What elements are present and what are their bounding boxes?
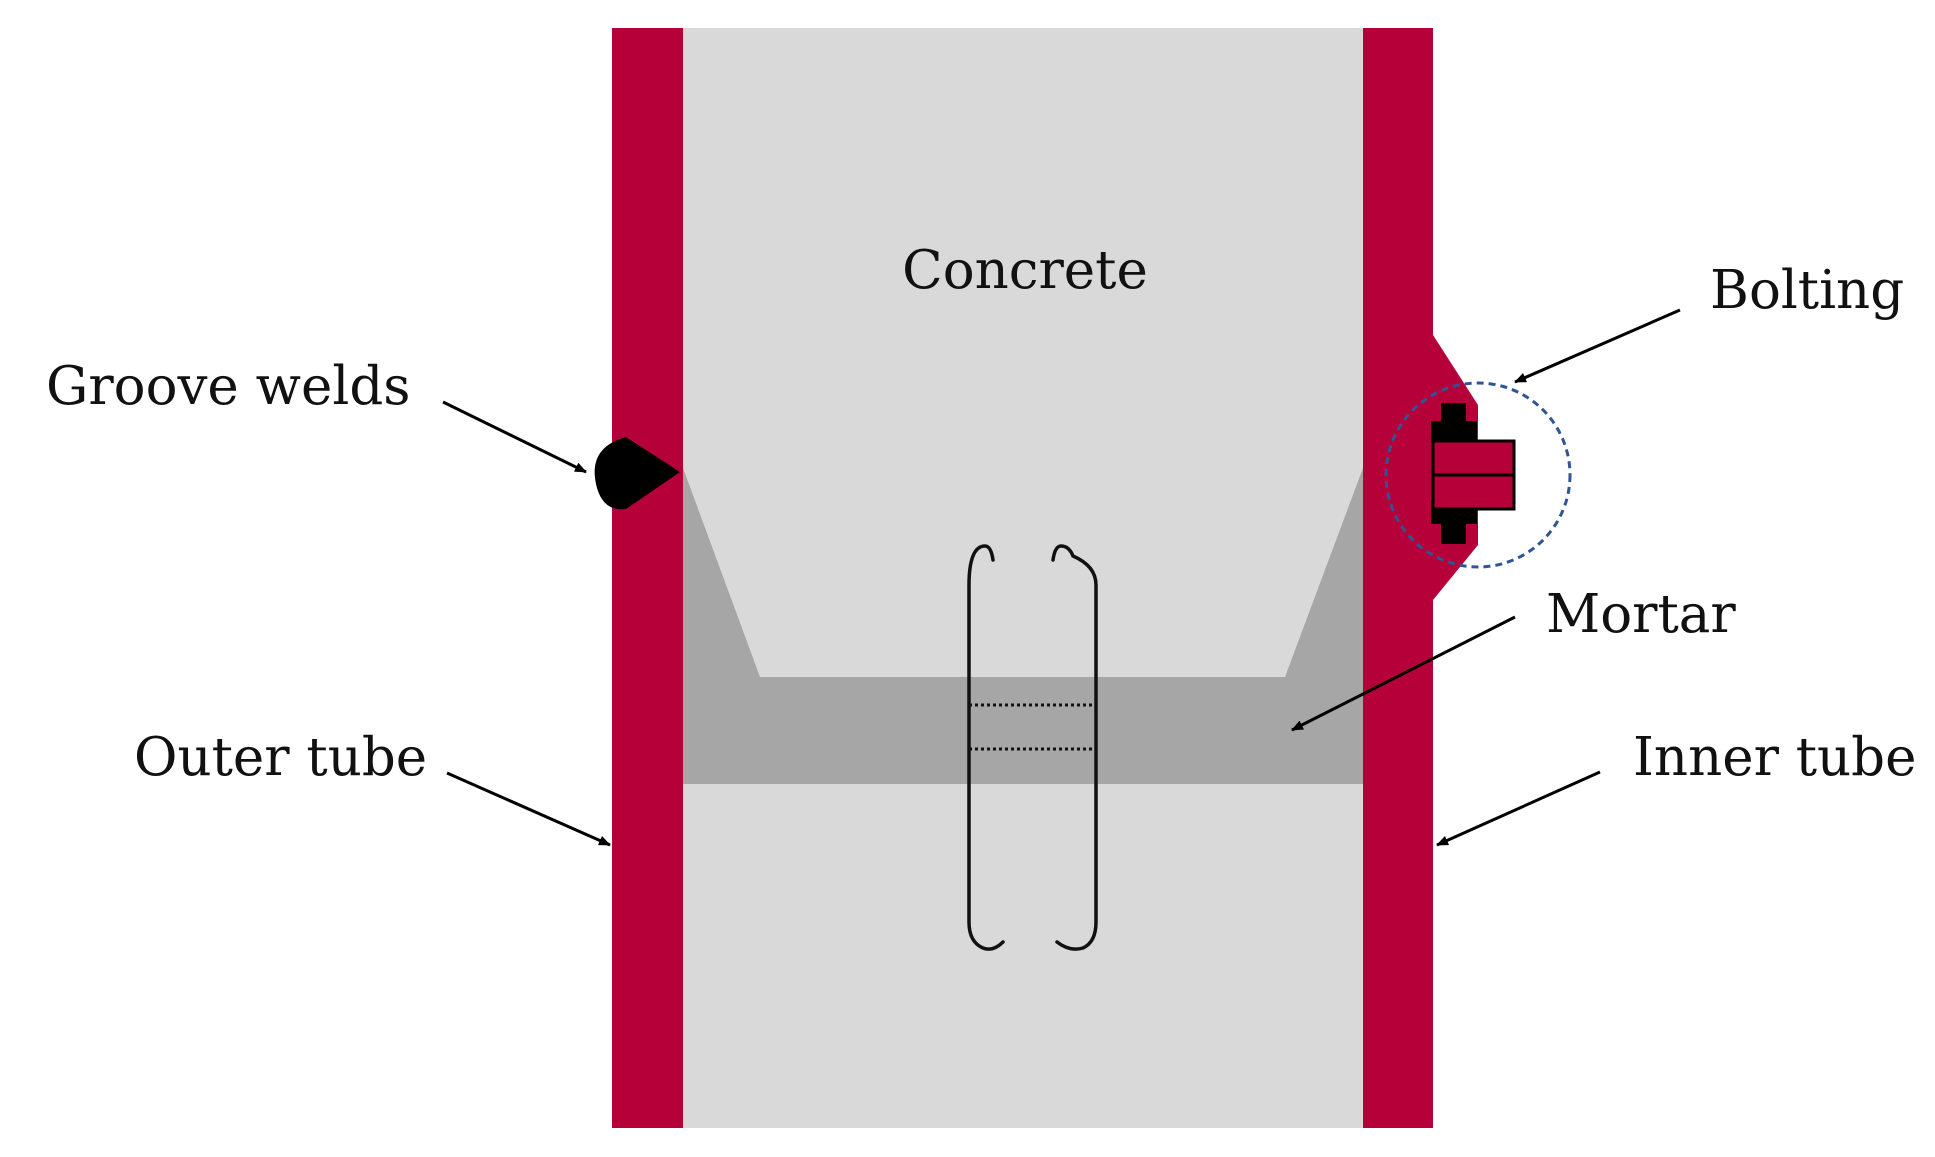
concrete-label: Concrete xyxy=(902,240,1148,301)
outer-tube-wall xyxy=(612,28,683,1128)
arrow-mortar xyxy=(1291,615,1516,732)
inner-tube-label: Inner tube xyxy=(1633,727,1916,788)
groove-weld-icon xyxy=(594,437,680,510)
bolting-highlight-circle xyxy=(1384,381,1572,569)
inner-tube-wall xyxy=(1363,28,1478,1128)
hooked-connector-bars xyxy=(967,544,1098,951)
mortar-label: Mortar xyxy=(1546,584,1736,645)
mortar-fill xyxy=(683,468,1363,784)
arrow-groove-welds xyxy=(442,400,587,474)
groove-welds-label: Groove welds xyxy=(46,356,410,417)
bolting-label: Bolting xyxy=(1710,260,1904,321)
concrete-fill xyxy=(683,28,1363,1128)
arrow-bolting xyxy=(1514,308,1681,384)
bolt-icon xyxy=(1431,403,1516,544)
outer-tube-label: Outer tube xyxy=(134,727,427,788)
leader-arrows xyxy=(442,308,1681,847)
arrow-outer-tube xyxy=(446,771,611,847)
arrow-inner-tube xyxy=(1436,770,1601,847)
